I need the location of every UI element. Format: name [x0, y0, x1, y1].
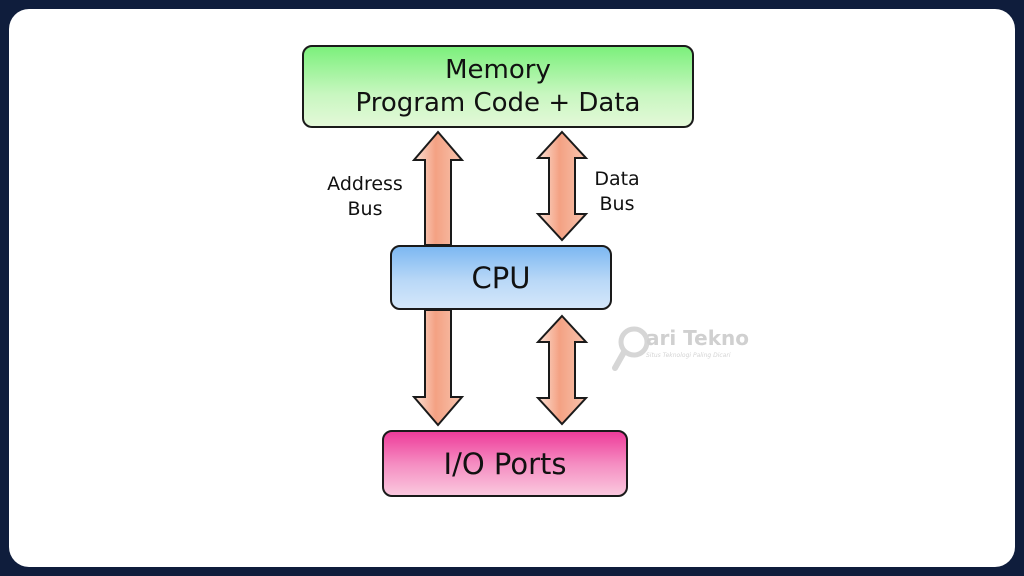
data-bus-label-line1: Data: [594, 168, 640, 190]
data-bus-label-line2: Bus: [599, 193, 635, 215]
io-ports-block: I/O Ports: [382, 430, 628, 497]
watermark-title: ari Tekno: [646, 326, 750, 350]
memory-title: Memory: [445, 54, 551, 85]
data-bus-label: Data Bus: [582, 167, 652, 217]
memory-subtitle: Program Code + Data: [355, 87, 641, 118]
address-bus-label-line1: Address: [327, 173, 403, 195]
address-bus-upper-arrow: [411, 130, 465, 246]
io-ports-label: I/O Ports: [443, 446, 567, 481]
address-bus-label: Address Bus: [316, 172, 414, 222]
watermark-subtitle: Situs Teknologi Paling Dicari: [646, 352, 731, 359]
address-bus-lower-arrow: [411, 309, 465, 427]
memory-block: Memory Program Code + Data: [302, 45, 694, 128]
address-bus-label-line2: Bus: [347, 198, 383, 220]
cari-tekno-watermark: ari Tekno Situs Teknologi Paling Dicari: [612, 320, 762, 376]
cpu-block: CPU: [390, 245, 612, 310]
magnifier-logo-icon: [612, 326, 650, 371]
data-bus-lower-arrow: [535, 314, 589, 426]
cpu-label: CPU: [471, 260, 531, 295]
data-bus-upper-arrow: [535, 130, 589, 242]
